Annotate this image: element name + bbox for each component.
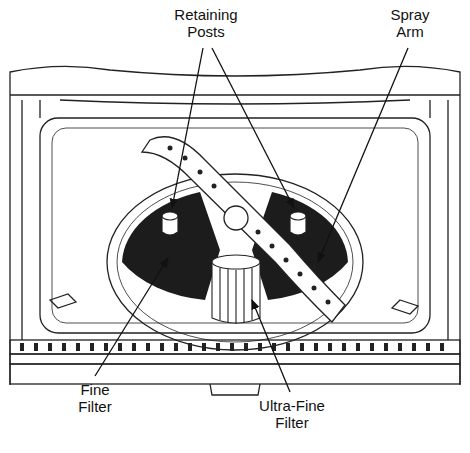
part-label: Spray Arm: [380, 6, 440, 41]
part-label: Ultra-Fine Filter: [249, 397, 335, 432]
part-label: Retaining Posts: [165, 6, 247, 41]
part-label: Fine Filter: [67, 381, 123, 416]
